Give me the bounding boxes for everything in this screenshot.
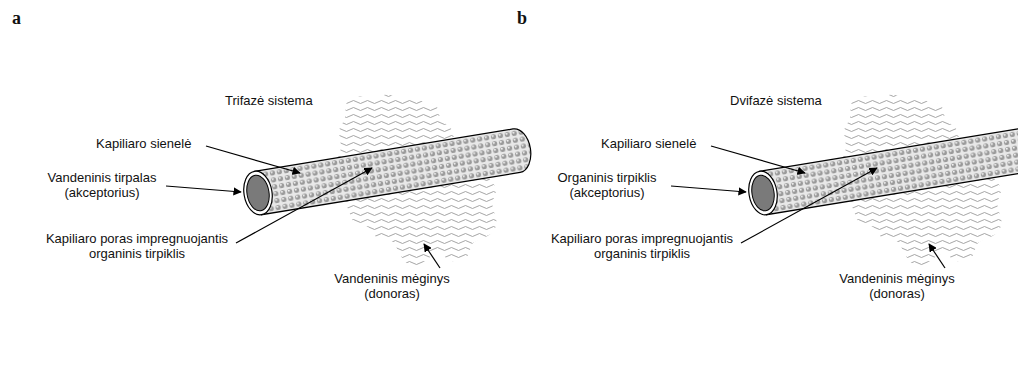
- part-label: Kapiliaro sienelė: [96, 136, 191, 151]
- part-label: Kapiliaro poras impregnuojantis organini…: [541, 231, 743, 261]
- system-title: Dvifazė sistema: [730, 93, 822, 108]
- part-label: Vandeninis tirpalas (akceptorius): [40, 170, 164, 200]
- system-title: Trifazė sistema: [225, 93, 313, 108]
- part-label: Vandeninis mėginys (donoras): [330, 271, 454, 301]
- part-label: Organinis tirpiklis (akceptorius): [546, 170, 668, 200]
- part-label: Vandeninis mėginys (donoras): [835, 271, 959, 301]
- panel-letter: b: [517, 8, 527, 28]
- part-label: Kapiliaro sienelė: [601, 136, 696, 151]
- panel-letter: a: [12, 8, 21, 28]
- part-label: Kapiliaro poras impregnuojantis organini…: [36, 231, 238, 261]
